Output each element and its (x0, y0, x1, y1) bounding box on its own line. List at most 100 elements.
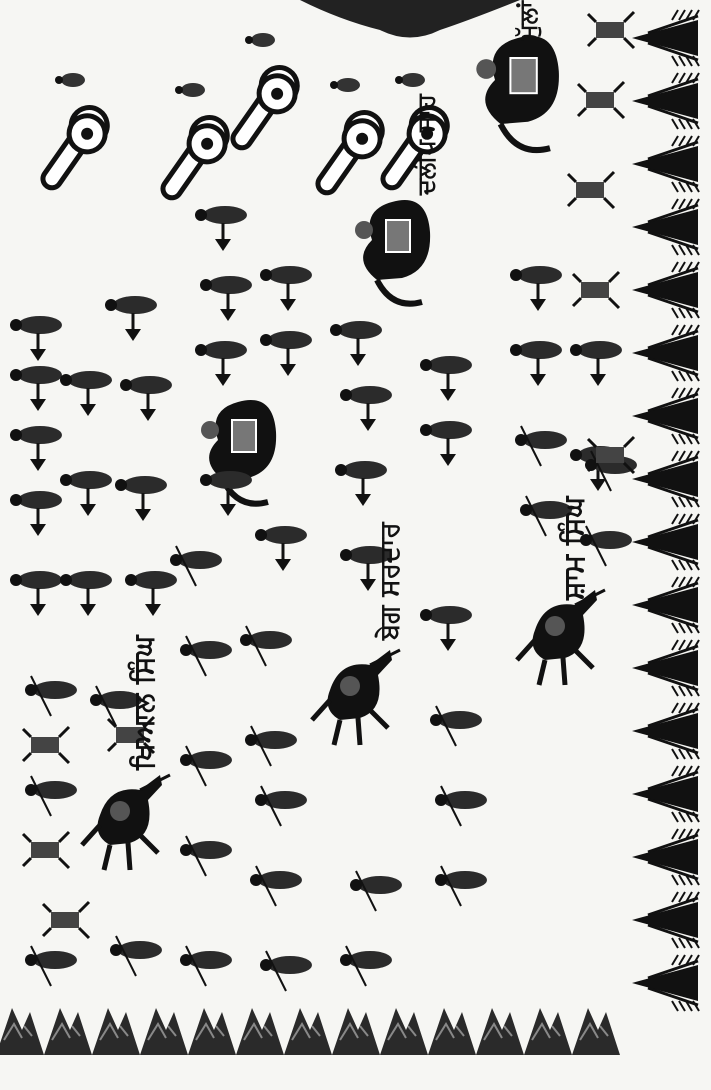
gunner-icon (175, 83, 205, 97)
infantry-icon (435, 786, 487, 826)
mountain-icon (92, 1008, 140, 1055)
mountain-icon (572, 1008, 620, 1055)
arrow-soldier-icon (195, 341, 247, 386)
pine-tree-icon (632, 955, 699, 1011)
mountain-icon (524, 1008, 572, 1055)
cannon-icon (152, 110, 237, 208)
horse-rider-icon (312, 650, 400, 745)
label-beg-sardar: ਬੇਗ ਸਰਦਾਰ (375, 522, 405, 640)
runner-icon (568, 172, 614, 208)
infantry-icon (170, 546, 222, 586)
runner-icon (23, 832, 69, 868)
pine-tree-icon (632, 73, 699, 129)
pine-tree-icon (632, 514, 699, 570)
cannon-icon (32, 100, 117, 198)
infantry-icon (350, 871, 402, 911)
gunner-icon (330, 78, 360, 92)
infantry-icon (435, 866, 487, 906)
infantry-icon (260, 951, 312, 991)
label-khial-singh: ਖਿਆਲ ਸਿੰਘ (127, 636, 160, 770)
gunner-icon (395, 73, 425, 87)
arrow-soldier-icon (510, 341, 562, 386)
hill-top (300, 0, 520, 38)
infantry-icon (430, 706, 482, 746)
pine-tree-icon (632, 10, 699, 66)
arrow-soldier-icon (60, 371, 112, 416)
arrow-soldier-icon (255, 526, 307, 571)
arrow-soldier-icon (330, 321, 382, 366)
arrow-soldier-icon (570, 341, 622, 386)
pine-tree-icon (632, 325, 699, 381)
cannon-icon (222, 60, 307, 158)
arrow-soldier-icon (510, 266, 562, 311)
pine-tree-icon (632, 388, 699, 444)
infantry-icon (180, 636, 232, 676)
arrow-soldier-icon (420, 606, 472, 651)
pine-tree-icon (632, 136, 699, 192)
arrow-soldier-icon (10, 491, 62, 536)
arrow-soldier-icon (195, 206, 247, 251)
arrow-soldier-icon (120, 376, 172, 421)
infantry-icon (25, 676, 77, 716)
pine-tree-icon (632, 451, 699, 507)
pine-tree-icon (632, 703, 699, 759)
infantry-icon (240, 626, 292, 666)
infantry-icon (180, 746, 232, 786)
pine-tree-icon (632, 262, 699, 318)
mountain-icon (284, 1008, 332, 1055)
arrow-soldier-icon (10, 366, 62, 411)
mountain-icon (428, 1008, 476, 1055)
arrow-soldier-icon (335, 461, 387, 506)
infantry-icon (180, 836, 232, 876)
horse-rider-icon (517, 590, 605, 685)
pine-tree-icon (632, 892, 699, 948)
pine-tree-icon (632, 640, 699, 696)
arrow-soldier-icon (60, 471, 112, 516)
pine-tree-icon (632, 199, 699, 255)
arrow-soldier-icon (10, 316, 62, 361)
mountain-icon (0, 1008, 44, 1055)
cannon-icon (307, 105, 392, 203)
elephant-icon (355, 200, 430, 304)
infantry-icon (340, 946, 392, 986)
mountain-icon (476, 1008, 524, 1055)
arrow-soldier-icon (200, 276, 252, 321)
infantry-icon (250, 866, 302, 906)
mountain-icon (236, 1008, 284, 1055)
infantry-icon (245, 726, 297, 766)
mountain-icon (380, 1008, 428, 1055)
arrow-soldier-icon (420, 356, 472, 401)
mountain-icon (140, 1008, 188, 1055)
horse-rider-icon (82, 775, 170, 870)
mountain-icon (188, 1008, 236, 1055)
arrow-soldier-icon (340, 386, 392, 431)
pine-tree-icon (632, 766, 699, 822)
runner-icon (43, 902, 89, 938)
infantry-icon (110, 936, 162, 976)
infantry-icon (25, 776, 77, 816)
infantry-icon (515, 426, 567, 466)
gunner-icon (245, 33, 275, 47)
label-sham-singh: ਸ਼ਾਮ ਸਿੰਘ (557, 497, 590, 600)
arrow-soldier-icon (200, 471, 252, 516)
arrow-soldier-icon (115, 476, 167, 521)
pine-tree-icon (632, 829, 699, 885)
infantry-icon (255, 786, 307, 826)
arrow-soldier-icon (105, 296, 157, 341)
runner-icon (23, 727, 69, 763)
gunner-icon (55, 73, 85, 87)
elephant-icon (476, 36, 559, 150)
arrow-soldier-icon (10, 571, 62, 616)
infantry-icon (180, 946, 232, 986)
runner-icon (573, 272, 619, 308)
mountain-icon (332, 1008, 380, 1055)
runner-icon (578, 82, 624, 118)
arrow-soldier-icon (260, 331, 312, 376)
arrow-soldier-icon (60, 571, 112, 616)
runner-icon (588, 12, 634, 48)
label-dalip-sah: ਦਲੀਪ ਸਾਹ (412, 94, 440, 195)
mountain-icon (44, 1008, 92, 1055)
arrow-soldier-icon (10, 426, 62, 471)
